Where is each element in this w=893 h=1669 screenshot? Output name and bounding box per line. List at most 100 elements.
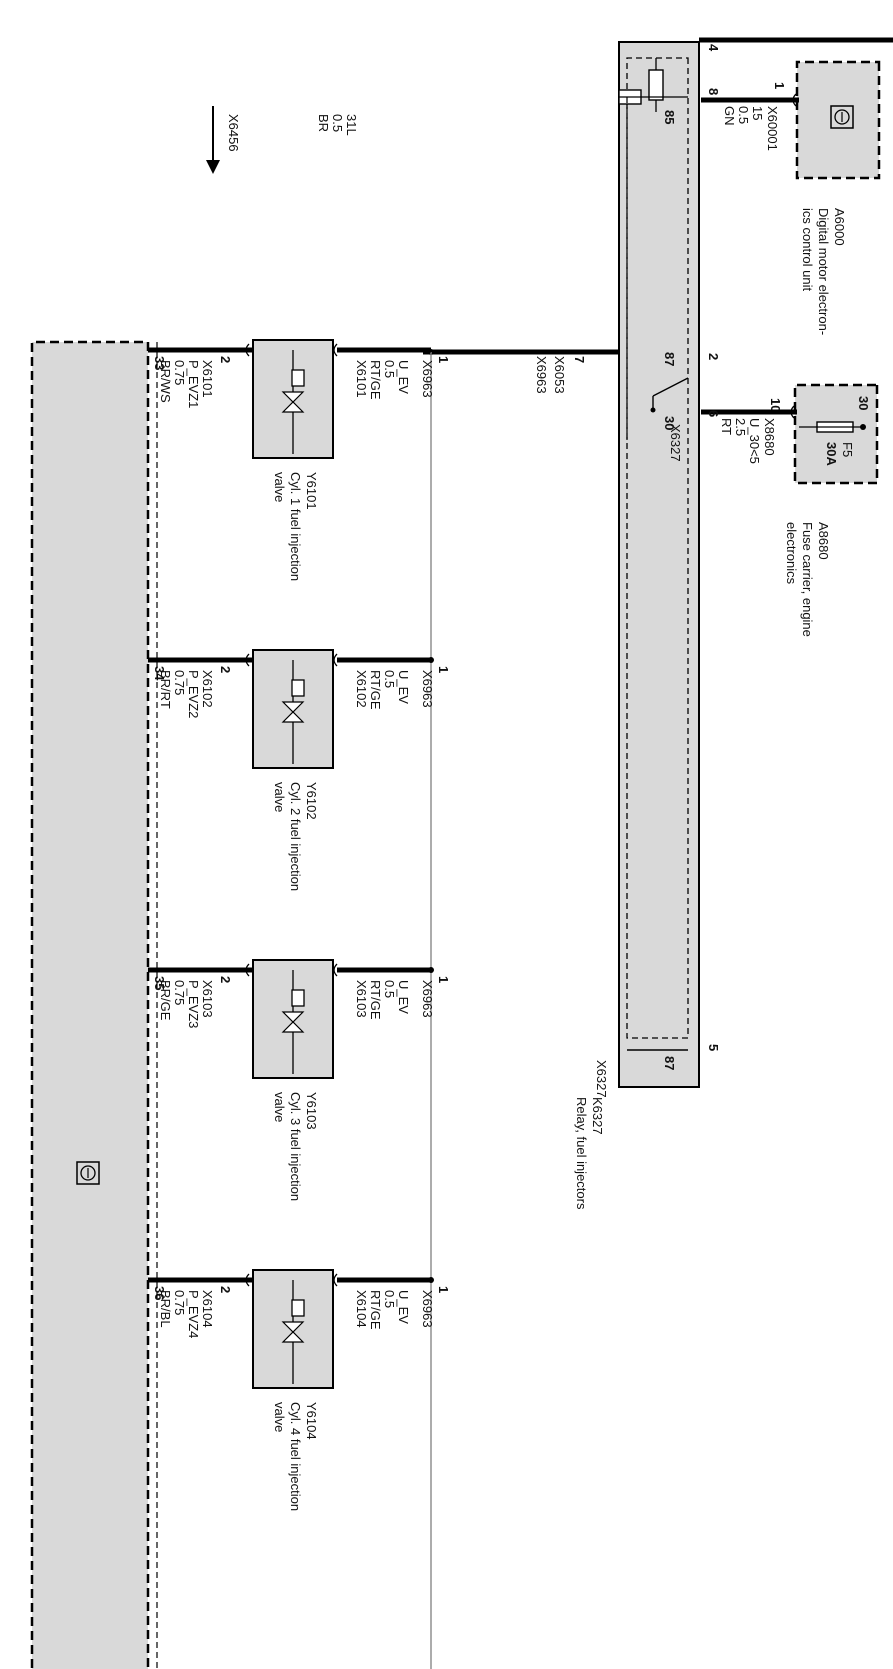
valve-splice: X6963: [420, 980, 435, 1018]
valve-bottom-wire-l2: 0.75: [172, 1290, 187, 1315]
relay-body: [618, 41, 700, 1088]
valve-top-wire-l1: U_EV: [396, 1290, 411, 1324]
fuse-id: A8680: [816, 522, 831, 560]
relay-connector-b: X6327: [594, 1060, 609, 1098]
valve-id: Y6101: [304, 472, 319, 510]
valve-connector-bottom: X6103: [200, 980, 215, 1018]
valve-connector-top: X6103: [354, 980, 369, 1018]
dme-control-unit[interactable]: [795, 60, 881, 180]
valve-bottom-wire-l2: 0.75: [172, 980, 187, 1005]
relay-k6327[interactable]: 4 8 2 6 5 85 87 30 87: [618, 41, 721, 1088]
injector-valve-4[interactable]: 123631U_EV0.5RT/GEX6104X6963X6104P_EVZ40…: [47, 1269, 451, 1511]
valve-bottom-wire-l3: BR/RT: [158, 670, 173, 709]
dme-output-stage: [30, 340, 150, 1669]
dme-box: [795, 60, 881, 180]
injector-valve-1[interactable]: 123331U_EV0.5RT/GEX6101X6963X6101P_EVZ10…: [47, 339, 451, 581]
injector-valve-2[interactable]: 123431U_EV0.5RT/GEX6102X6963X6102P_EVZ20…: [47, 649, 451, 891]
x6456-connector: X6456: [226, 114, 241, 152]
valve-bottom-wire-l3: BR/GE: [158, 980, 173, 1021]
valve-top-wire-l1: U_EV: [396, 670, 411, 704]
valve-connector-bottom: X6102: [200, 670, 215, 708]
fuse-name-line1: Fuse carrier, engine: [800, 522, 815, 637]
relay-pin-4: 4: [706, 44, 721, 52]
relay-pin-2: 2: [706, 353, 721, 360]
fuse-carrier[interactable]: 30 F5 30A: [793, 383, 879, 485]
relay-connector-a: X6327: [668, 424, 683, 462]
fuse-terminal: 30: [856, 396, 871, 410]
fuse-icon: [799, 421, 866, 433]
fuse-label: F5: [840, 442, 855, 457]
valve-name-line2: valve: [272, 472, 287, 502]
ecu-icon: [76, 1161, 100, 1185]
solenoid-valve-icon: [281, 970, 305, 1074]
valve-pin2: 2: [218, 976, 233, 983]
valve-name-line1: Cyl. 3 fuel injection: [288, 1092, 303, 1201]
solenoid-valve-icon: [281, 350, 305, 454]
valve-connector-mark: [245, 1273, 250, 1287]
injector-valves: 123331U_EV0.5RT/GEX6101X6963X6101P_EVZ10…: [47, 339, 451, 1511]
relay-terminal-87a: 87: [662, 352, 677, 366]
relay-switch-icon: [650, 377, 689, 413]
valve-pin1: 1: [436, 666, 451, 673]
dme-name-line2: ics control unit: [800, 208, 815, 291]
valve-bottom-wire-l1: P_EVZ1: [186, 360, 201, 408]
dme-wire-l2: 0.5: [736, 106, 751, 124]
valve-bottom-wire-l3: BR/WS: [158, 360, 173, 403]
valve-bottom-wire-l1: P_EVZ2: [186, 670, 201, 718]
valve-name-line2: valve: [272, 1402, 287, 1432]
valve-top-wire-l1: U_EV: [396, 360, 411, 394]
valve-connector-mark: [333, 1273, 338, 1287]
valve-connector-bottom: X6101: [200, 360, 215, 398]
valve-name-line1: Cyl. 2 fuel injection: [288, 782, 303, 891]
dme-id: A6000: [832, 208, 847, 246]
valve-top-wire-l3: RT/GE: [368, 360, 383, 400]
valve-top-wire-l1: U_EV: [396, 980, 411, 1014]
relay-terminal-85: 85: [662, 110, 677, 124]
fuse-pin: 10: [768, 398, 783, 412]
valve-connector-mark: [245, 653, 250, 667]
valve-connector-mark: [333, 653, 338, 667]
valve-splice: X6963: [420, 360, 435, 398]
injector-valve-3[interactable]: 123531U_EV0.5RT/GEX6103X6963X6103P_EVZ30…: [47, 959, 451, 1201]
supply-connector: X6053: [552, 356, 567, 394]
valve-top-wire-l2: 0.5: [382, 360, 397, 378]
ground-wire-l1: 31L: [344, 114, 359, 136]
ground-wire-l2: 0.5: [330, 114, 345, 132]
valve-pin2: 2: [218, 356, 233, 363]
fuse-name-line2: electronics: [784, 522, 799, 585]
valve-top-wire-l2: 0.5: [382, 670, 397, 688]
dme-wire-l3: GN: [722, 106, 737, 126]
dme-pin: 1: [772, 82, 787, 89]
x6456-arrow-icon: [206, 106, 220, 174]
valve-pin1: 1: [436, 976, 451, 983]
fuse-wire-l1: U_30<5: [747, 418, 762, 464]
valve-connector-mark: [245, 343, 250, 357]
valve-name-line1: Cyl. 4 fuel injection: [288, 1402, 303, 1511]
fuse-rating: 30A: [824, 442, 839, 466]
valve-connector-top: X6101: [354, 360, 369, 398]
solenoid-valve-icon: [281, 1280, 305, 1384]
valve-id: Y6102: [304, 782, 319, 820]
valve-bottom-wire-l1: P_EVZ3: [186, 980, 201, 1028]
relay-inner-frame: [626, 57, 689, 1039]
fuse-wire-l2: 2.5: [733, 418, 748, 436]
valve-top-wire-l2: 0.5: [382, 980, 397, 998]
relay-id: K6327: [590, 1097, 605, 1135]
valve-bottom-wire-l2: 0.75: [172, 670, 187, 695]
valve-connector-top: X6104: [354, 1290, 369, 1328]
valve-name-line1: Cyl. 1 fuel injection: [288, 472, 303, 581]
fuse-connector-mark: [790, 405, 795, 419]
dme-pin: 35: [152, 976, 167, 990]
valve-id: Y6104: [304, 1402, 319, 1440]
ground-wire-l3: BR: [316, 114, 331, 132]
valve-splice: X6963: [420, 1290, 435, 1328]
relay-pin-8: 8: [706, 88, 721, 95]
supply-pin: 7: [572, 356, 587, 363]
relay-coil-icon: [618, 58, 688, 440]
relay-terminal-87b: 87: [662, 1056, 677, 1070]
relay-name: Relay, fuel injectors: [574, 1097, 589, 1210]
valve-connector-mark: [333, 963, 338, 977]
valve-connector-mark: [333, 343, 338, 357]
